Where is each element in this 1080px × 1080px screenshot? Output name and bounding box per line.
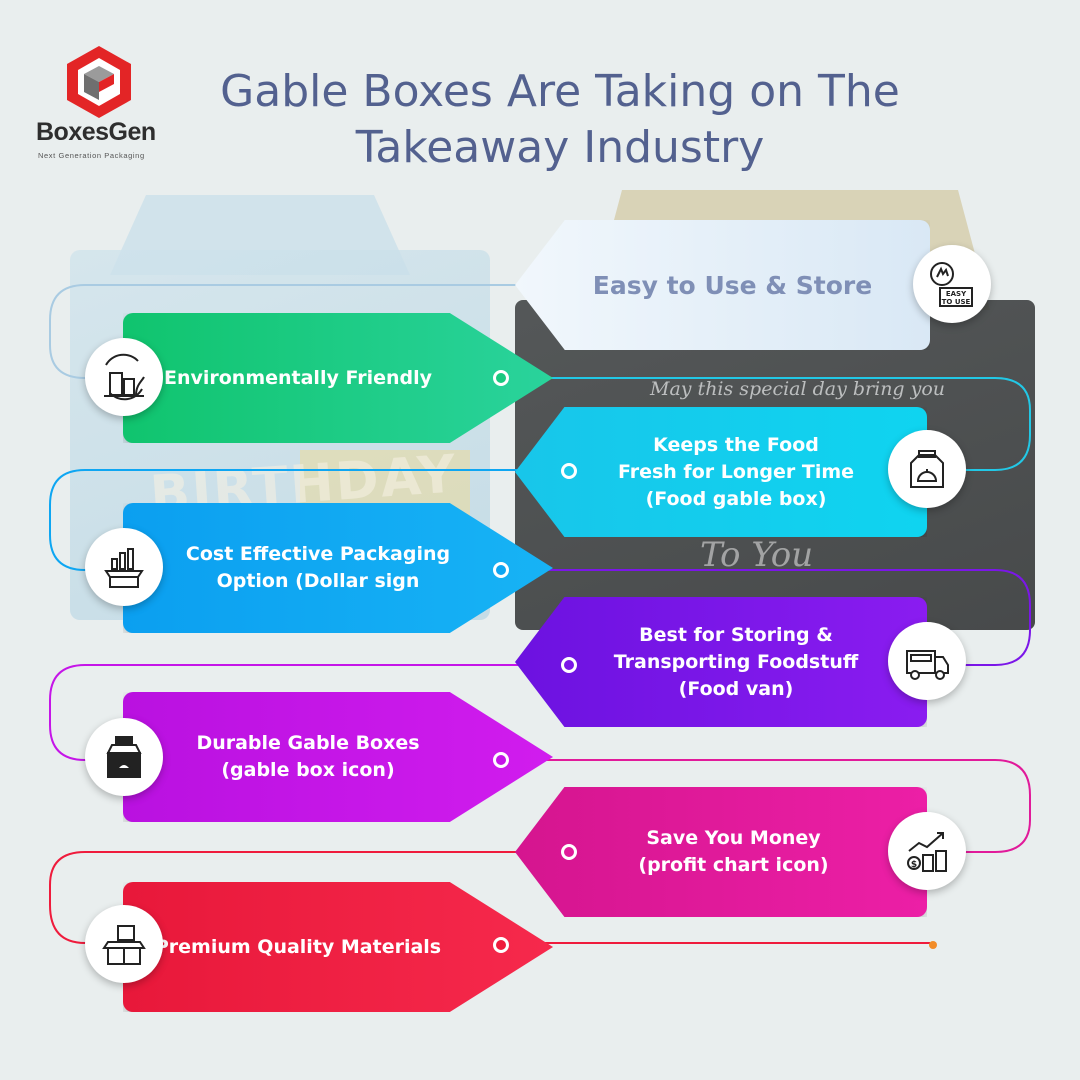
background-script-text: May this special day bring you	[650, 378, 946, 400]
connector-dot	[493, 370, 509, 386]
feature-label: Save You Money (profit chart icon)	[638, 827, 829, 876]
feature-durable: Durable Gable Boxes (gable box icon)	[123, 692, 553, 822]
feature-icon-circle	[85, 905, 163, 983]
easy-to-use-icon: EASY TO USE	[930, 262, 973, 307]
feature-icon-circle: EASY TO USE	[913, 245, 991, 323]
open-box-icon	[102, 925, 146, 965]
profit-chart-icon: $	[907, 832, 947, 872]
feature-icon-circle	[888, 622, 966, 700]
title-line-1: Gable Boxes Are Taking on The	[220, 66, 900, 117]
background-script-text-2: To You	[700, 535, 814, 575]
feature-label: Best for Storing & Transporting Foodstuf…	[613, 623, 859, 700]
feature-icon-circle	[888, 430, 966, 508]
eco-building-icon	[104, 353, 145, 401]
feature-keeps-food-fresh: Keeps the Food Fresh for Longer Time (Fo…	[515, 407, 927, 537]
page-title: Gable Boxes Are Taking on The Takeaway I…	[150, 64, 970, 176]
feature-icon-circle	[85, 338, 163, 416]
title-line-2: Takeaway Industry	[355, 122, 765, 173]
feature-label: Durable Gable Boxes (gable box icon)	[196, 732, 420, 781]
svg-text:EASY: EASY	[946, 290, 967, 298]
feature-environmentally-friendly: Environmentally Friendly	[123, 313, 553, 443]
connector-dot	[561, 844, 577, 860]
feature-storing-transporting: Best for Storing & Transporting Foodstuf…	[515, 597, 927, 727]
gable-box-icon	[106, 736, 142, 778]
connector-dot	[561, 657, 577, 673]
feature-label: Keeps the Food Fresh for Longer Time (Fo…	[617, 433, 855, 510]
connector-dot	[493, 562, 509, 578]
feature-cost-effective: Cost Effective Packaging Option (Dollar …	[123, 503, 553, 633]
connector-dot	[493, 937, 509, 953]
feature-easy-to-use: Easy to Use & Store	[515, 220, 930, 350]
brand-tagline: Next Generation Packaging	[38, 151, 145, 160]
feature-label: Easy to Use & Store	[592, 270, 873, 300]
feature-icon-circle	[85, 718, 163, 796]
feature-label: Environmentally Friendly	[163, 366, 433, 389]
feature-label: Premium Quality Materials	[154, 935, 442, 958]
connector-dot	[493, 752, 509, 768]
brand-name: BoxesGen	[36, 118, 156, 146]
food-gable-box-icon	[910, 450, 944, 488]
feature-icon-circle: $	[888, 812, 966, 890]
svg-text:TO USE: TO USE	[942, 298, 971, 306]
svg-text:$: $	[911, 860, 917, 870]
feature-save-money: Save You Money (profit chart icon)	[515, 787, 927, 917]
food-van-icon	[906, 650, 949, 680]
feature-premium-quality: Premium Quality Materials	[123, 882, 553, 1012]
feature-label: Cost Effective Packaging Option (Dollar …	[185, 543, 451, 592]
boxesgen-logo-icon	[67, 46, 131, 118]
feature-icon-circle	[85, 528, 163, 606]
cost-chart-box-icon	[104, 548, 144, 588]
connector-dot	[561, 463, 577, 479]
